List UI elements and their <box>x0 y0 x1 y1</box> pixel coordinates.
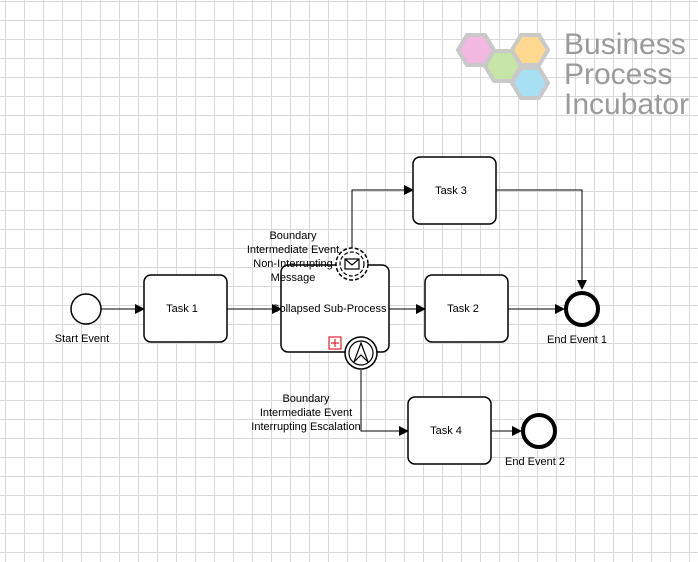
flow-escalation-task4[interactable] <box>360 370 409 436</box>
task1-label: Task 1 <box>166 303 198 315</box>
flow-task3-end1[interactable] <box>496 189 587 290</box>
start-event-circle[interactable] <box>70 293 102 325</box>
logo-hex-yellow <box>509 33 551 67</box>
start-event[interactable]: Start Event <box>55 293 109 345</box>
boundary-escalation-label-line2: Intermediate Event <box>260 407 352 419</box>
boundary-escalation-label: Boundary Intermediate Event Interrupting… <box>251 393 360 433</box>
task4-box[interactable] <box>407 396 492 465</box>
logo-hexagons <box>455 33 551 100</box>
flow-message-task3[interactable] <box>351 185 414 248</box>
subprocess[interactable]: Collapsed Sub-Process <box>272 264 390 353</box>
boundary-escalation-label-line1: Boundary <box>282 393 330 405</box>
task1[interactable]: Task 1 <box>143 274 228 343</box>
task4[interactable]: Task 4 <box>407 396 492 465</box>
boundary-message-label-line3: Non-Interrupting <box>253 258 333 270</box>
escalation-icon <box>353 341 369 363</box>
logo: Business Process Incubator <box>455 28 689 121</box>
task3[interactable]: Task 3 <box>412 156 497 225</box>
envelope-icon <box>344 258 360 270</box>
task2-box[interactable] <box>424 274 509 343</box>
end-event-1[interactable]: End Event 1 <box>547 291 607 346</box>
logo-text-line2: Process <box>564 58 672 91</box>
task3-box[interactable] <box>412 156 497 225</box>
boundary-message-label-line1: Boundary <box>269 230 317 242</box>
subprocess-label: Collapsed Sub-Process <box>272 303 387 315</box>
boundary-message-event[interactable] <box>335 247 369 281</box>
end-event-1-label: End Event 1 <box>547 334 607 346</box>
boundary-message-label-line2: Intermediate Event <box>247 244 339 256</box>
task4-label: Task 4 <box>430 425 462 437</box>
boundary-message-label: Boundary Intermediate Event Non-Interrup… <box>247 230 339 284</box>
logo-text-line1: Business <box>564 28 686 61</box>
task2[interactable]: Task 2 <box>424 274 509 343</box>
logo-hex-blue <box>509 66 551 100</box>
logo-text-line3: Incubator <box>564 88 689 121</box>
task3-label: Task 3 <box>435 185 467 197</box>
sequence-flows <box>101 185 587 436</box>
subprocess-box[interactable] <box>280 264 390 353</box>
boundary-message-label-line4: Message <box>271 272 316 284</box>
end-event-2-label: End Event 2 <box>505 456 565 468</box>
task2-label: Task 2 <box>447 303 479 315</box>
subprocess-marker-icon[interactable] <box>328 336 342 350</box>
end-event-1-circle[interactable] <box>564 291 600 327</box>
boundary-escalation-label-line3: Interrupting Escalation <box>251 421 360 433</box>
end-event-2[interactable]: End Event 2 <box>505 413 565 468</box>
end-event-2-circle[interactable] <box>521 413 557 449</box>
start-event-label: Start Event <box>55 333 109 345</box>
boundary-escalation-event[interactable] <box>344 336 378 370</box>
task1-box[interactable] <box>143 274 228 343</box>
